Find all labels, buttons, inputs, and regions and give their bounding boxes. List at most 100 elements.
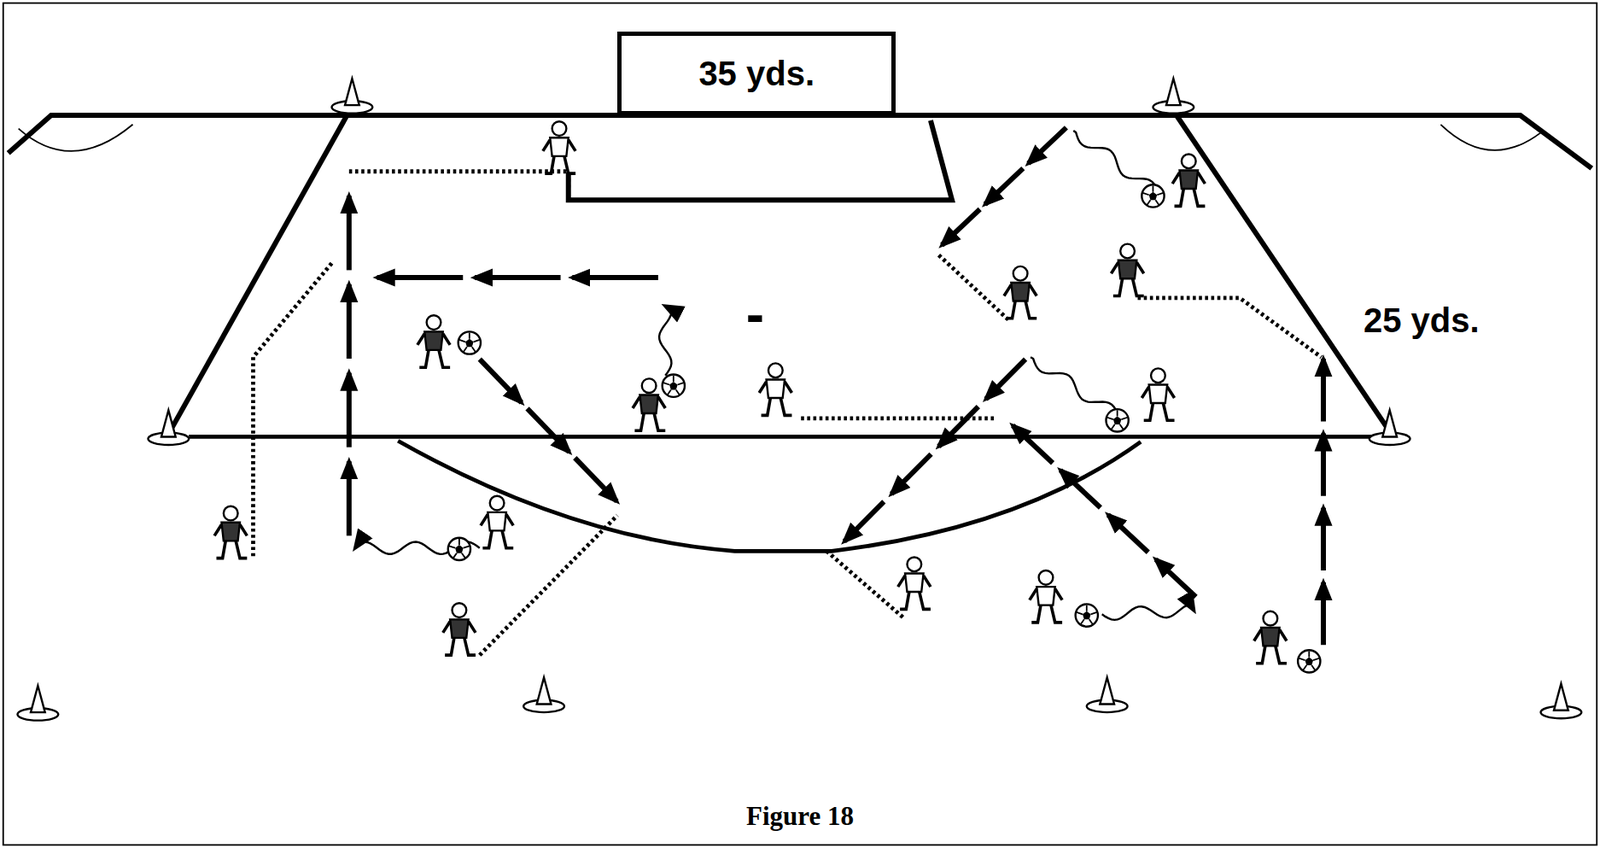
drill-mark: [1120, 244, 1135, 259]
drill-mark: [1075, 603, 1098, 626]
run-arrow: [346, 373, 352, 448]
cone: [1086, 677, 1128, 713]
drill-mark: [1553, 683, 1569, 711]
run-arrow: [479, 359, 522, 403]
drill-mark: [449, 618, 469, 638]
drill-mark: [1166, 78, 1181, 106]
run-arrow: [1156, 559, 1197, 597]
drill-mark: [417, 333, 450, 345]
drill-mark: [1150, 367, 1166, 383]
movement-path: [479, 514, 618, 655]
drill-mark: [1110, 262, 1144, 274]
drill-mark: [1141, 386, 1174, 398]
player-figure: [214, 506, 247, 559]
grid-dimension: 25 yds.: [1363, 301, 1480, 340]
drill-mark: [1179, 170, 1199, 190]
drill-mark: [537, 677, 552, 704]
drill-mark: [639, 394, 659, 414]
drill-mark: [216, 540, 247, 558]
drill-mark: [1029, 588, 1063, 600]
run-arrow: [891, 454, 931, 495]
drill-mark: [448, 537, 471, 561]
run-arrow: [1108, 514, 1149, 553]
drill-mark: [480, 513, 514, 526]
drill-mark: [1149, 384, 1168, 403]
figure-caption: Figure 18: [746, 800, 854, 832]
player-figure: [1172, 153, 1205, 206]
drill-mark: [214, 524, 247, 536]
run-arrow: [1060, 470, 1101, 509]
drill-mark: [549, 137, 569, 157]
drill-mark: [1004, 284, 1037, 296]
drill-mark: [1174, 188, 1206, 206]
cone: [147, 409, 189, 445]
drill-mark: [759, 381, 792, 393]
drill-mark: [1261, 627, 1280, 647]
cone: [1541, 683, 1583, 719]
drill-mark: [223, 506, 239, 521]
run-arrow: [572, 274, 659, 281]
player-figure: [1029, 570, 1063, 623]
drill-mark: [443, 621, 476, 633]
movement-path: [1138, 297, 1322, 357]
drill-mark: [634, 413, 666, 431]
run-arrow: [574, 457, 617, 502]
drill-mark: [1304, 657, 1314, 666]
drill-mark: [906, 556, 922, 572]
player-figure: [443, 602, 476, 655]
cone: [523, 677, 565, 713]
drill-mark: [1298, 650, 1320, 671]
movement-path: [826, 550, 904, 618]
run-arrow: [346, 461, 352, 536]
cone: [332, 78, 374, 114]
player-figure: [1004, 266, 1037, 319]
run-arrow: [1320, 508, 1326, 571]
cone: [17, 685, 59, 721]
goal-width: 35 yds.: [698, 54, 815, 94]
drill-mark: [1105, 408, 1128, 432]
drill-mark: [1036, 586, 1056, 606]
drill-mark: [1382, 409, 1397, 437]
player-figure: [1254, 611, 1287, 664]
player-figure: [632, 378, 666, 431]
dribble-path: [1030, 356, 1119, 416]
drill-mark: [424, 331, 444, 351]
soccer-ball: [1141, 184, 1164, 207]
run-arrow: [527, 408, 570, 452]
drill-mark: [1099, 677, 1115, 704]
drill-mark: [1118, 260, 1138, 280]
soccer-ball: [1297, 649, 1320, 672]
drill-mark: [1172, 172, 1205, 184]
movement-path: [349, 171, 569, 189]
drill-mark: [221, 522, 240, 542]
drill-mark: [1143, 185, 1164, 205]
drill-mark: [543, 140, 576, 152]
soccer-ball: [1105, 408, 1128, 432]
run-arrow: [844, 501, 884, 542]
run-arrow: [941, 209, 981, 246]
run-arrow: [986, 359, 1026, 400]
run-arrow: [985, 168, 1024, 205]
drill-markings: [17, 78, 1582, 721]
drill-mark: [426, 315, 442, 330]
run-arrow: [938, 406, 978, 447]
drill-mark: [459, 332, 480, 353]
drill-mark: [899, 591, 931, 609]
drill-mark: [1263, 611, 1279, 626]
drill-mark: [1107, 409, 1128, 430]
drill-mark: [1013, 266, 1028, 281]
soccer-ball: [1075, 603, 1098, 626]
drill-mark: [30, 685, 46, 713]
drill-mark: [1010, 282, 1030, 302]
dribble-path: [659, 305, 672, 375]
player-figure: [480, 496, 514, 549]
drill-mark: [1039, 570, 1054, 585]
drill-mark: [544, 156, 576, 174]
drill-mark: [669, 381, 678, 391]
soccer-ball: [448, 537, 471, 561]
drill-mark: [487, 512, 507, 532]
player-figure: [1110, 244, 1144, 297]
drill-mark: [1076, 605, 1098, 625]
player-figure: [543, 121, 576, 174]
